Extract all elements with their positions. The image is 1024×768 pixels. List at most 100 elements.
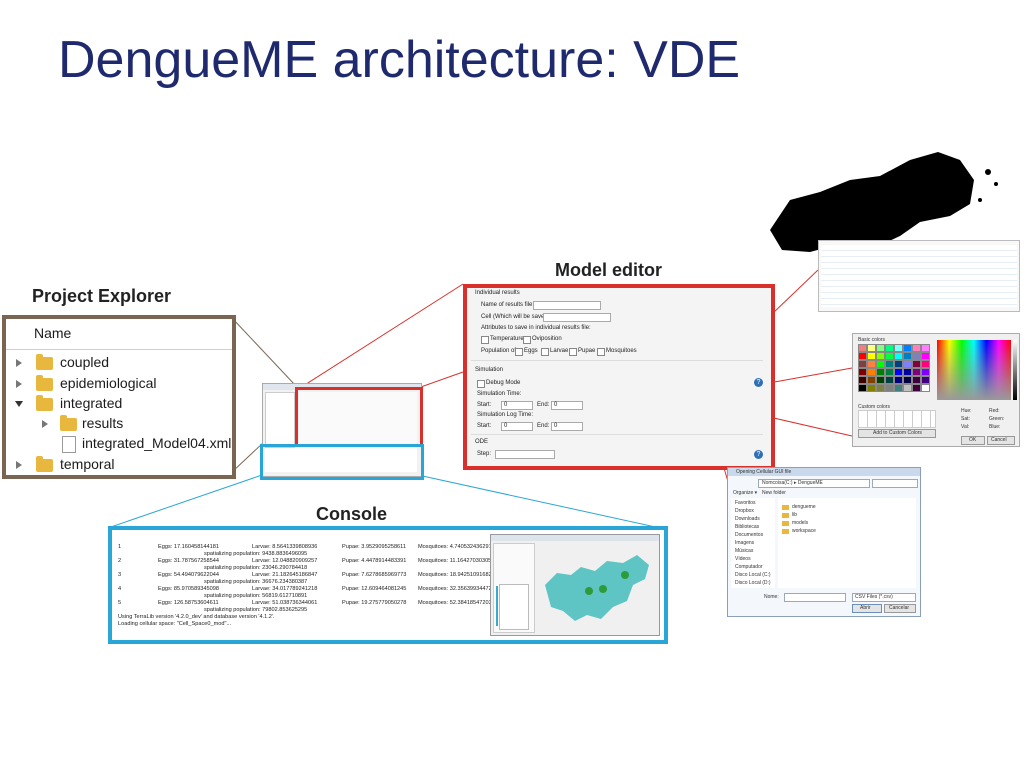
luminance-slider[interactable] xyxy=(1013,340,1017,400)
nav-item[interactable]: Favoritos xyxy=(735,500,756,506)
nav-item[interactable]: Vídeos xyxy=(735,556,751,562)
sim-end-input[interactable]: 0 xyxy=(551,401,583,410)
color-swatch[interactable] xyxy=(921,384,930,392)
color-swatch[interactable] xyxy=(876,384,885,392)
tree-item-epidemiological[interactable]: epidemiological xyxy=(6,374,232,394)
color-swatch[interactable] xyxy=(885,352,894,360)
eggs-checkbox[interactable] xyxy=(515,348,523,356)
color-spectrum[interactable] xyxy=(937,340,1011,400)
color-swatch[interactable] xyxy=(858,352,867,360)
color-swatch[interactable] xyxy=(921,368,930,376)
new-folder-button[interactable]: New folder xyxy=(762,490,786,496)
color-swatch[interactable] xyxy=(867,384,876,392)
color-swatch[interactable] xyxy=(903,344,912,352)
color-swatch[interactable] xyxy=(903,352,912,360)
nav-item[interactable]: Bibliotecas xyxy=(735,524,760,530)
color-swatch[interactable] xyxy=(867,368,876,376)
nav-item[interactable]: Disco Local (C:) xyxy=(735,572,771,578)
file-type-select[interactable]: CSV Files (*.csv) xyxy=(852,593,916,602)
open-button[interactable]: Abrir xyxy=(852,604,882,613)
cancel-button[interactable]: Cancelar xyxy=(884,604,916,613)
color-swatch[interactable] xyxy=(885,384,894,392)
color-swatch[interactable] xyxy=(858,344,867,352)
expand-arrow-icon[interactable] xyxy=(16,359,22,367)
sim-start-input[interactable]: 0 xyxy=(501,401,533,410)
nav-item[interactable]: Imagens xyxy=(735,540,755,546)
color-swatch[interactable] xyxy=(876,376,885,384)
color-swatch[interactable] xyxy=(867,344,876,352)
help-icon[interactable]: ? xyxy=(754,450,763,459)
collapse-arrow-icon[interactable] xyxy=(15,401,23,407)
color-swatch[interactable] xyxy=(912,352,921,360)
color-swatch[interactable] xyxy=(921,344,930,352)
color-swatch[interactable] xyxy=(903,368,912,376)
nav-item[interactable]: Dropbox xyxy=(735,508,754,514)
color-swatch[interactable] xyxy=(894,368,903,376)
help-icon[interactable]: ? xyxy=(754,378,763,387)
color-swatch[interactable] xyxy=(903,360,912,368)
color-swatch[interactable] xyxy=(921,376,930,384)
color-swatch[interactable] xyxy=(885,360,894,368)
column-header[interactable]: Name xyxy=(6,319,232,350)
nav-item[interactable]: Computador xyxy=(735,564,763,570)
map-canvas[interactable] xyxy=(537,545,655,631)
custom-color-slots[interactable] xyxy=(858,410,936,428)
expand-arrow-icon[interactable] xyxy=(16,461,22,469)
color-swatch[interactable] xyxy=(894,376,903,384)
color-swatch[interactable] xyxy=(894,352,903,360)
file-item[interactable]: lib xyxy=(792,512,798,518)
color-swatch[interactable] xyxy=(894,360,903,368)
file-item[interactable]: workspace xyxy=(792,528,816,534)
color-swatch[interactable] xyxy=(885,344,894,352)
tree-item-model-file[interactable]: integrated_Model04.xml xyxy=(6,434,232,454)
mosquitoes-checkbox[interactable] xyxy=(597,348,605,356)
color-swatch[interactable] xyxy=(903,384,912,392)
file-item[interactable]: models xyxy=(792,520,809,526)
ok-button[interactable]: OK xyxy=(961,436,985,445)
color-swatch[interactable] xyxy=(885,368,894,376)
file-item[interactable]: dengueme xyxy=(792,504,816,510)
tree-item-results[interactable]: results xyxy=(6,414,232,434)
color-swatch[interactable] xyxy=(867,376,876,384)
color-swatch[interactable] xyxy=(858,368,867,376)
color-swatch[interactable] xyxy=(858,360,867,368)
search-box[interactable] xyxy=(872,479,918,488)
color-swatch[interactable] xyxy=(912,384,921,392)
cell-input[interactable] xyxy=(543,313,611,322)
results-file-input[interactable] xyxy=(533,301,601,310)
step-input[interactable] xyxy=(495,450,555,459)
color-swatch[interactable] xyxy=(876,360,885,368)
tree-item-integrated[interactable]: integrated xyxy=(6,394,232,414)
expand-arrow-icon[interactable] xyxy=(16,380,22,388)
color-swatch[interactable] xyxy=(921,360,930,368)
nav-item[interactable]: Downloads xyxy=(735,516,760,522)
color-swatch[interactable] xyxy=(858,384,867,392)
color-swatch[interactable] xyxy=(867,360,876,368)
pupae-checkbox[interactable] xyxy=(569,348,577,356)
filename-input[interactable] xyxy=(784,593,846,602)
color-swatch[interactable] xyxy=(867,352,876,360)
color-swatch[interactable] xyxy=(921,352,930,360)
basic-color-grid[interactable] xyxy=(858,344,934,394)
color-swatch[interactable] xyxy=(903,376,912,384)
path-bar[interactable]: Nomcoisa(C:) ▸ DengueME xyxy=(758,479,870,488)
tree-item-temporal[interactable]: temporal xyxy=(6,455,232,475)
color-swatch[interactable] xyxy=(858,376,867,384)
expand-arrow-icon[interactable] xyxy=(42,420,48,428)
log-start-input[interactable]: 0 xyxy=(501,422,533,431)
color-swatch[interactable] xyxy=(912,376,921,384)
organize-button[interactable]: Organize ▾ xyxy=(733,490,758,496)
color-swatch[interactable] xyxy=(912,360,921,368)
temperature-checkbox[interactable] xyxy=(481,336,489,344)
nav-item[interactable]: Documentos xyxy=(735,532,764,538)
debug-mode-checkbox[interactable] xyxy=(477,380,485,388)
color-swatch[interactable] xyxy=(885,376,894,384)
color-swatch[interactable] xyxy=(912,368,921,376)
color-swatch[interactable] xyxy=(876,344,885,352)
log-end-input[interactable]: 0 xyxy=(551,422,583,431)
larvae-checkbox[interactable] xyxy=(541,348,549,356)
tree-item-coupled[interactable]: coupled xyxy=(6,353,232,373)
oviposition-checkbox[interactable] xyxy=(523,336,531,344)
color-swatch[interactable] xyxy=(894,344,903,352)
color-swatch[interactable] xyxy=(894,384,903,392)
